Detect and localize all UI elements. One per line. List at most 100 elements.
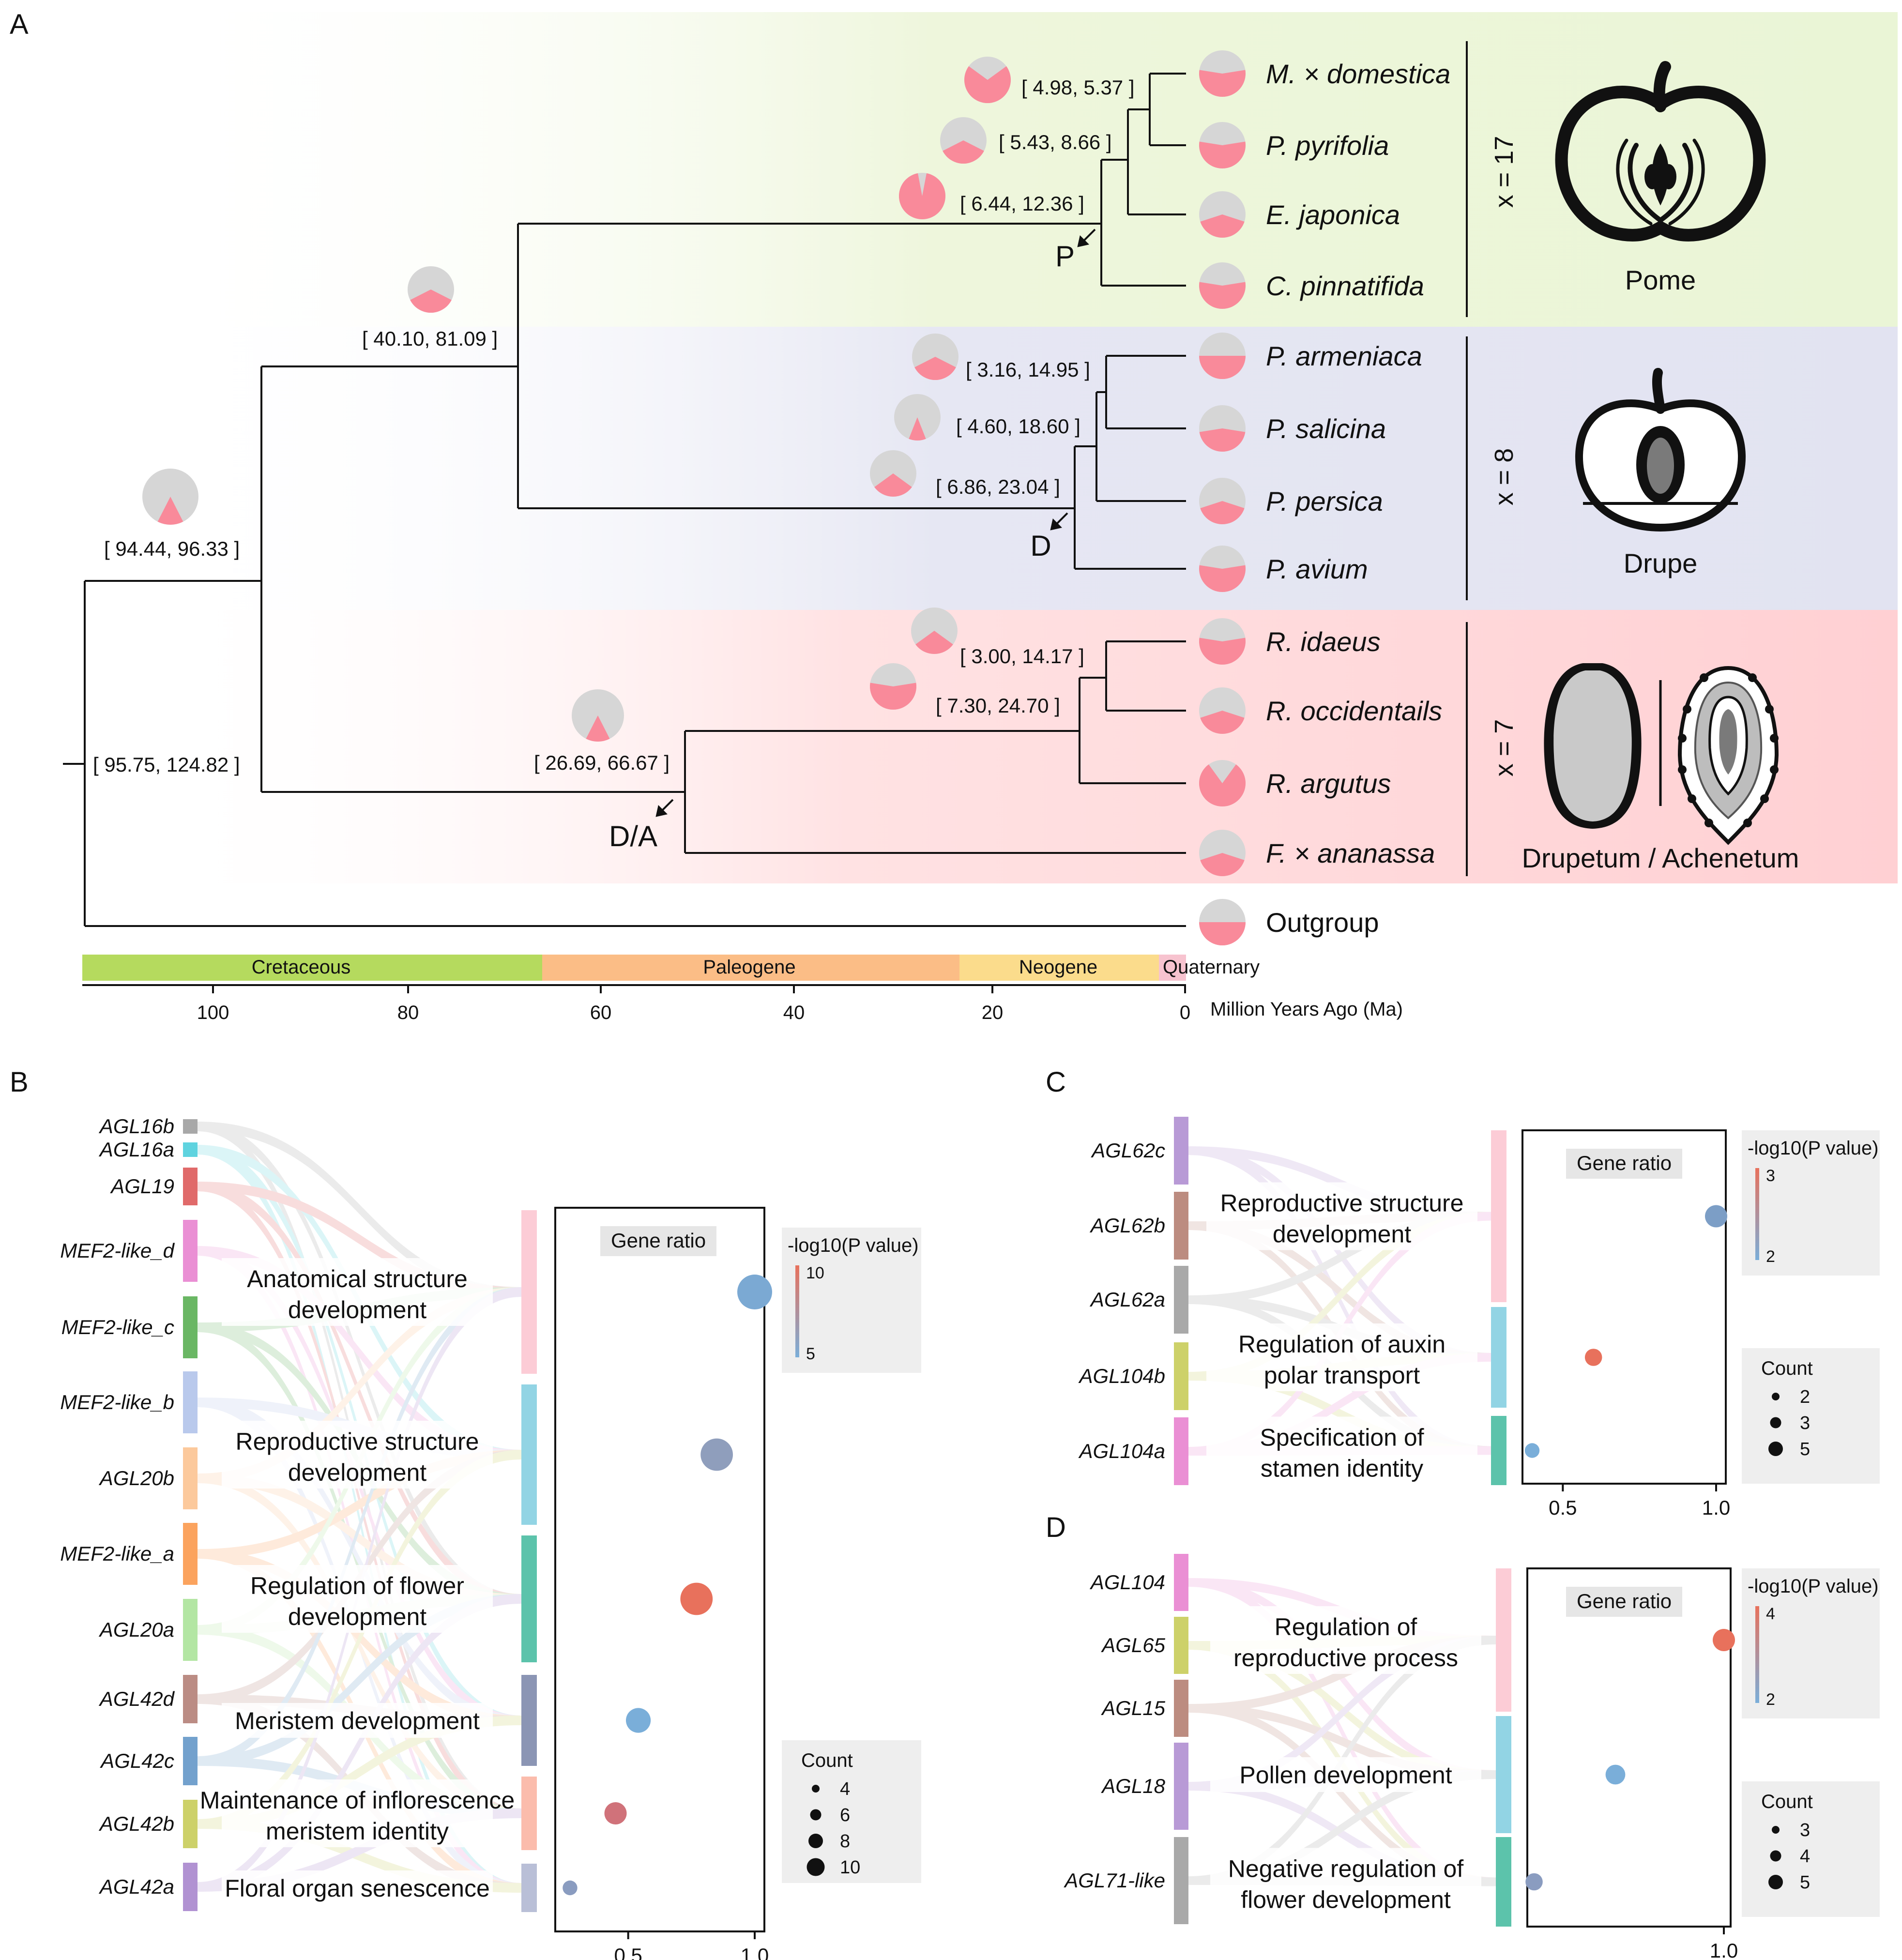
node-pie [911, 608, 958, 654]
tip-pie [1199, 687, 1246, 734]
count-legend-dot [1772, 1826, 1780, 1834]
node-pie [870, 450, 916, 497]
gene-bar [1174, 1342, 1188, 1410]
count-legend-label: 4 [1800, 1846, 1810, 1867]
chromosome-x7: x = 7 [1490, 719, 1519, 777]
term-bar [1491, 1130, 1506, 1302]
fruit-label-drupe: Drupe [1624, 548, 1698, 578]
taxon-name: P. avium [1266, 554, 1368, 584]
term-label-box [222, 1703, 493, 1738]
gene-bar [1174, 1743, 1188, 1830]
gene-ratio-title: Gene ratio [1577, 1590, 1672, 1612]
tree-branches [63, 73, 1186, 927]
gene-label: MEF2-like_c [61, 1316, 174, 1338]
tip-pie [1199, 405, 1246, 452]
count-legend-label: 3 [1800, 1820, 1810, 1840]
drupe-illustration [1575, 368, 1746, 532]
node-interval-labels: [ 4.98, 5.37 ][ 5.43, 8.66 ][ 6.44, 12.3… [93, 76, 1135, 776]
term-label-line1: Reproductive structure [1220, 1190, 1463, 1217]
chromosome-x17: x = 17 [1490, 136, 1519, 208]
axis-tick-80: 80 [397, 1002, 419, 1023]
gene-ratio-dot [1584, 1349, 1602, 1366]
gene-ratio-dot [737, 1275, 772, 1309]
node-pie [940, 117, 987, 164]
term-label-line2: polar transport [1264, 1362, 1420, 1389]
term-label-box [1206, 1323, 1477, 1391]
gene-ratio-dot [563, 1880, 578, 1896]
period-quaternary [1159, 955, 1186, 981]
gene-ratio-title-box [600, 1226, 716, 1256]
pvalue-colorbar [1755, 1606, 1759, 1703]
dotplot-frame [1522, 1129, 1727, 1485]
pvalue-colorbar [795, 1265, 799, 1357]
term-bar [521, 1777, 537, 1850]
axis-tick-60: 60 [590, 1002, 612, 1023]
pome-apple-illustration [1555, 61, 1766, 242]
gene-bar [183, 1523, 198, 1585]
taxon-name: M. × domestica [1266, 59, 1450, 89]
taxon-name: P. pyrifolia [1266, 130, 1389, 161]
tip-pie [1199, 478, 1246, 524]
period-neogene [959, 955, 1159, 981]
node-interval-label: [ 3.16, 14.95 ] [966, 358, 1090, 381]
node-pie [964, 57, 1011, 104]
count-legend-dot [1768, 1875, 1783, 1889]
count-legend-label: 2 [1800, 1387, 1810, 1407]
gene-label: AGL65 [1100, 1634, 1165, 1656]
gene-bar [183, 1737, 198, 1785]
term-label-line1: Reproductive structure [235, 1428, 479, 1455]
term-bar [1496, 1716, 1511, 1833]
term-label-line2: flower development [1241, 1886, 1451, 1914]
taxon-name: E. japonica [1266, 199, 1400, 230]
pvalue-tick-high: 10 [806, 1264, 824, 1282]
panel-label-a: A [10, 9, 29, 40]
fruit-label-drupetum-achenetum: Drupetum / Achenetum [1522, 843, 1799, 873]
x-tick-label: 1.0 [1710, 1939, 1738, 1960]
gene-label: AGL62c [1090, 1139, 1165, 1162]
period-cretaceous [82, 955, 542, 981]
node-pie [912, 334, 959, 380]
panel-label-c: C [1046, 1066, 1066, 1098]
node-interval-label: [ 94.44, 96.33 ] [104, 537, 240, 560]
term-label-box [1210, 1757, 1481, 1792]
gene-ratio-title-box [1566, 1149, 1682, 1179]
gene-ratio-dot [1525, 1873, 1543, 1891]
gene-bar [1174, 1617, 1188, 1674]
gene-bar [183, 1599, 198, 1661]
gene-bar [1174, 1417, 1188, 1485]
sankey-ribbons [198, 1122, 521, 1893]
pvalue-tick-low: 2 [1766, 1247, 1775, 1266]
node-interval-label: [ 40.10, 81.09 ] [362, 327, 498, 350]
gene-bar [183, 1675, 198, 1723]
gene-bar [183, 1296, 198, 1358]
panel-c-enrichment: AGL62cAGL62bAGL62aAGL104bAGL104aReproduc… [1078, 1117, 1880, 1519]
count-legend-dot [1770, 1417, 1781, 1428]
count-legend-title: Count [1761, 1358, 1813, 1379]
gene-label: AGL104a [1078, 1440, 1165, 1462]
count-legend-title: Count [801, 1750, 853, 1771]
pvalue-legend-title: -log10(P value) [1748, 1138, 1879, 1159]
node-interval-label: [ 5.43, 8.66 ] [999, 131, 1112, 153]
period-label-neogene: Neogene [1019, 957, 1097, 978]
gene-ratio-dot [1605, 1764, 1626, 1785]
term-bar [521, 1675, 537, 1766]
term-label-line1: Specification of [1260, 1424, 1424, 1451]
node-interval-label: [ 4.98, 5.37 ] [1021, 76, 1135, 99]
node-pie [899, 173, 945, 220]
taxon-name: R. idaeus [1266, 626, 1381, 657]
geologic-time-bar: Cretaceous Paleogene Neogene Quaternary [82, 955, 1260, 981]
taxon-name: P. persica [1266, 486, 1383, 517]
gene-label: MEF2-like_b [60, 1391, 174, 1413]
gene-bar [1174, 1117, 1188, 1185]
term-label-line2: development [288, 1459, 426, 1486]
gene-bar [1174, 1680, 1188, 1737]
term-label-box [1210, 1848, 1481, 1916]
tip-pie [1199, 262, 1246, 309]
gene-label: AGL42d [98, 1687, 175, 1710]
gene-label: AGL104 [1089, 1571, 1165, 1594]
count-legend [782, 1740, 921, 1883]
term-label-line1: Regulation of [1275, 1613, 1417, 1641]
taxon-name: P. armeniaca [1266, 341, 1422, 371]
